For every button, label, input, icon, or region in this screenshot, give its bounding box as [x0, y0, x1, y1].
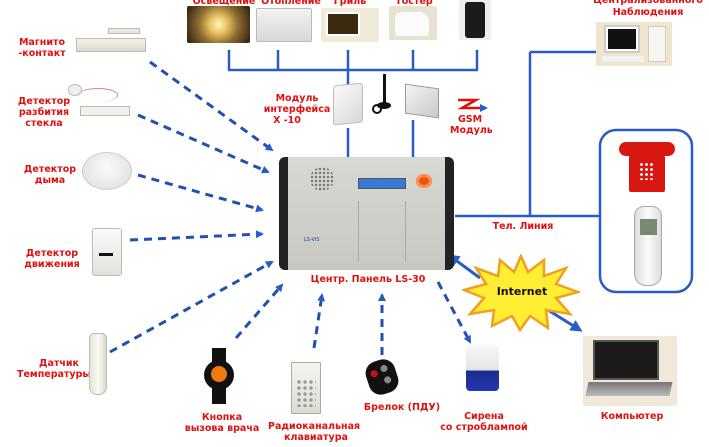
gsm-label-line2: Модуль: [450, 125, 493, 136]
sensor-label-motion-1: Детектор: [25, 248, 79, 259]
panic-button-icon: [204, 348, 234, 404]
alarm-led-icon: [416, 174, 432, 188]
mobile-phone-icon: [634, 206, 662, 286]
siren-label-2: со строблампой: [440, 422, 528, 433]
panic-button-label-1: Кнопка: [201, 412, 243, 423]
appliance-label-lighting: Освещение: [192, 0, 256, 7]
siren-label-1: Сирена: [464, 411, 504, 422]
speaker-grille-icon: [310, 167, 334, 191]
sensor-label-smoke-1: Детектор: [23, 164, 77, 175]
control-panel-icon: LS-VIS: [279, 157, 454, 270]
sensor-label-magnetic-contact-1: Магнито: [18, 37, 66, 48]
motion-detector-icon: [92, 228, 122, 276]
monitoring-center-label-line1: Централизованного: [593, 0, 703, 6]
phone-group-frame: [598, 128, 694, 294]
chandelier-icon: [187, 6, 250, 43]
computer-label: Компьютер: [600, 411, 664, 422]
siren-strobe-icon: [466, 345, 499, 391]
appliance-bus: [227, 50, 600, 218]
gsm-module-icon: [405, 83, 439, 119]
sensor-label-temperature-2: Температуры: [17, 369, 91, 380]
antenna-icon: [372, 74, 396, 116]
key-fob-label: Брелок (ПДУ): [363, 402, 441, 413]
x10-label-line1: Модуль: [275, 93, 319, 104]
landline-phone-icon: [615, 140, 680, 195]
sensor-label-temperature-1: Датчик: [38, 358, 79, 369]
internet-link-to-panel: [447, 254, 481, 280]
wireless-links: [109, 60, 472, 355]
panel-brand: LS-VIS: [304, 237, 320, 243]
panic-button-label-2: вызова врача: [184, 423, 260, 434]
sensor-label-glass-break-2: разбития: [18, 107, 70, 118]
desktop-computer-icon: [596, 22, 672, 66]
central-panel-label: Центр. Панель LS-30: [310, 274, 426, 285]
gsm-label-line1: GSM: [457, 114, 483, 125]
heater-icon: [256, 8, 312, 42]
temperature-sensor-icon: [89, 333, 107, 395]
sensor-label-glass-break-1: Детектор: [17, 96, 71, 107]
toaster-icon: [389, 6, 437, 40]
wireless-keypad-icon: [291, 362, 321, 414]
x10-label-line3: X -10: [273, 115, 301, 126]
sensor-label-motion-2: движения: [24, 259, 80, 270]
coffee-machine-icon: [459, 0, 491, 40]
glass-break-detector-icon: [66, 82, 136, 122]
appliance-label-heating: Отопление: [261, 0, 321, 7]
keypad-area: [358, 201, 406, 261]
sensor-label-magnetic-contact-2: -контакт: [18, 48, 66, 59]
appliance-label-toaster: Тостер: [395, 0, 433, 7]
wireless-keypad-label-1: Радиоканальная: [268, 421, 361, 432]
wireless-keypad-label-2: клавиатура: [284, 432, 348, 443]
x10-label-line2: интерфейса: [263, 104, 331, 115]
sensor-label-glass-break-3: стекла: [25, 118, 63, 129]
phone-line-label: Тел. Линия: [492, 221, 554, 232]
internet-starburst: [462, 254, 580, 332]
appliance-label-grill: Гриль: [333, 0, 367, 7]
gsm-signal-icon: [457, 98, 488, 112]
internet-label: Internet: [496, 285, 548, 298]
magnetic-contact-icon: [76, 28, 146, 56]
microwave-grill-icon: [321, 8, 379, 42]
smoke-detector-icon: [82, 152, 132, 190]
sensor-label-smoke-2: дыма: [34, 175, 66, 186]
lcd-display: [358, 178, 406, 189]
x10-module-icon: [333, 82, 363, 126]
monitoring-center-label-line2: Наблюдения: [612, 7, 684, 18]
laptop-icon: [583, 336, 677, 406]
